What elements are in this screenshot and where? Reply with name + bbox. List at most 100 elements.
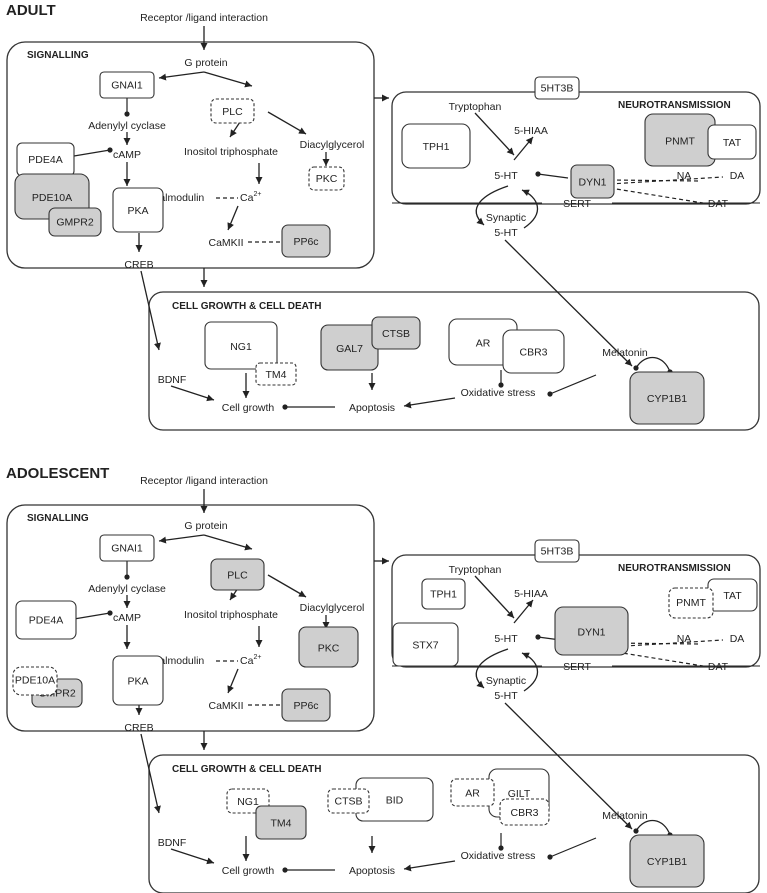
signalling-region: SIGNALLING [6, 504, 375, 732]
tryptophan-label: Tryptophan [449, 564, 502, 576]
gal7-node: GAL7 [320, 324, 379, 371]
oxidative-stress-label: Oxidative stress [461, 850, 536, 862]
5-hiaa-label: 5-HIAA [514, 125, 548, 137]
cbr3-box [502, 329, 565, 374]
inositol-triphosphate-label: Inositol triphosphate [184, 609, 278, 621]
pnmt-node: PNMT [644, 113, 716, 167]
g-protein-label: G protein [184, 520, 227, 532]
gilt-label: GILT [508, 788, 531, 800]
ca2-label: Ca2+ [240, 191, 261, 204]
pp6c-node: PP6c [281, 688, 331, 722]
synaptic-label: Synaptic [486, 675, 526, 687]
tph1-node: TPH1 [401, 123, 471, 169]
cbr3-label: CBR3 [519, 346, 547, 358]
tat-label: TAT [723, 590, 742, 602]
camkii-label: CaMKII [208, 700, 243, 712]
cell-growth-region: CELL GROWTH & CELL DEATH [148, 754, 760, 893]
oxidative-stress-label: Oxidative stress [461, 387, 536, 399]
tph1-label: TPH1 [423, 141, 450, 153]
pnmt-box [668, 587, 714, 619]
pka-box [112, 655, 164, 706]
gnai1-label: GNAI1 [111, 79, 143, 91]
ca2-superscript: 2+ [253, 191, 261, 198]
tat-node: TAT [707, 578, 758, 612]
adenylyl-cyclase-label: Adenylyl cyclase [88, 583, 166, 595]
pkc-box [298, 626, 359, 668]
5ht3b-node: 5HT3B [534, 539, 580, 563]
pka-label: PKA [127, 675, 148, 687]
plc-box [210, 98, 255, 124]
plc-label: PLC [227, 570, 248, 582]
dyn1-box [554, 606, 629, 656]
tat-box [707, 124, 757, 160]
tm4-label: TM4 [266, 369, 287, 381]
plc-node: PLC [210, 558, 265, 591]
pkc-label: PKC [318, 642, 340, 654]
pathway-labels: G protein Adenylyl cyclase cAMP Inositol… [88, 520, 744, 877]
pkc-label: PKC [316, 173, 338, 185]
ng1-box [204, 321, 278, 370]
bdnf-label: BDNF [158, 374, 187, 386]
pp6c-label: PP6c [293, 700, 318, 712]
gnai1-box [99, 71, 155, 99]
na-label: NA [677, 633, 692, 645]
creb-label: CREB [124, 259, 153, 271]
calmodulin-label: Calmodulin [152, 655, 205, 667]
cyp1b1-box [629, 834, 705, 888]
pp6c-label: PP6c [293, 236, 318, 248]
gmpr2-node: GMPR2 [48, 207, 102, 237]
ar-label: AR [476, 337, 491, 349]
inositol-triphosphate-label: Inositol triphosphate [184, 146, 278, 158]
cyp1b1-label: CYP1B1 [647, 856, 687, 868]
panel-title: ADOLESCENT [6, 465, 109, 482]
plc-box [210, 558, 265, 591]
pka-box [112, 187, 164, 233]
edges [73, 26, 760, 410]
ca2-base: Ca [240, 655, 254, 667]
ht3b-label: 5HT3B [541, 82, 574, 94]
pnmt-label: PNMT [676, 597, 706, 609]
tryptophan-label: Tryptophan [449, 101, 502, 113]
5-ht-label: 5-HT [494, 633, 518, 645]
ca2-base: Ca [240, 192, 254, 204]
input-label: Receptor /ligand interaction [140, 12, 268, 24]
neurotransmission-label: NEUROTRANSMISSION [618, 100, 731, 111]
dat-label: DAT [708, 198, 729, 210]
ar-node: AR [448, 318, 518, 366]
tat-node: TAT [707, 124, 757, 160]
cbr3-node: CBR3 [502, 329, 565, 374]
stx7-box [392, 622, 459, 667]
plc-label: PLC [222, 106, 243, 118]
cell-growth-label: CELL GROWTH & CELL DEATH [172, 764, 321, 775]
ar-label: AR [465, 787, 480, 799]
gene-nodes: GNAI1 PLC PKC PDE4A PDE10A GMPR2 PKA PP6… [14, 71, 757, 425]
adolescent-panel: ADOLESCENT Receptor /ligand interaction … [6, 465, 761, 893]
ht3b-label: 5HT3B [541, 545, 574, 557]
plc-node: PLC [210, 98, 255, 124]
tm4-label: TM4 [271, 817, 292, 829]
pka-node: PKA [112, 187, 164, 233]
pde4a-label: PDE4A [28, 154, 62, 166]
cbr3-label: CBR3 [510, 807, 538, 819]
tph1-node: TPH1 [421, 578, 466, 610]
bdnf-label: BDNF [158, 837, 187, 849]
sert-label: SERT [563, 661, 591, 673]
panel-title: ADULT [6, 2, 56, 19]
gnai1-node: GNAI1 [99, 71, 155, 99]
diacylglycerol-label: Diacylglycerol [300, 602, 365, 614]
pnmt-node: PNMT [668, 587, 714, 619]
tph1-box [421, 578, 466, 610]
pde4a-node: PDE4A [15, 600, 77, 640]
synaptic-5-ht-label: 5-HT [494, 690, 518, 702]
stx7-node: STX7 [392, 622, 459, 667]
dyn1-box [570, 164, 615, 199]
dyn1-label: DYN1 [577, 626, 605, 638]
ng1-node: NG1 [204, 321, 278, 370]
gmpr2-label: GMPR2 [56, 216, 94, 228]
tm4-node: TM4 [255, 362, 297, 386]
signalling-label: SIGNALLING [27, 50, 89, 61]
cbr3-box [499, 798, 550, 826]
pkc-node: PKC [308, 166, 345, 191]
na-label: NA [677, 170, 692, 182]
apoptosis-label: Apoptosis [349, 402, 395, 414]
